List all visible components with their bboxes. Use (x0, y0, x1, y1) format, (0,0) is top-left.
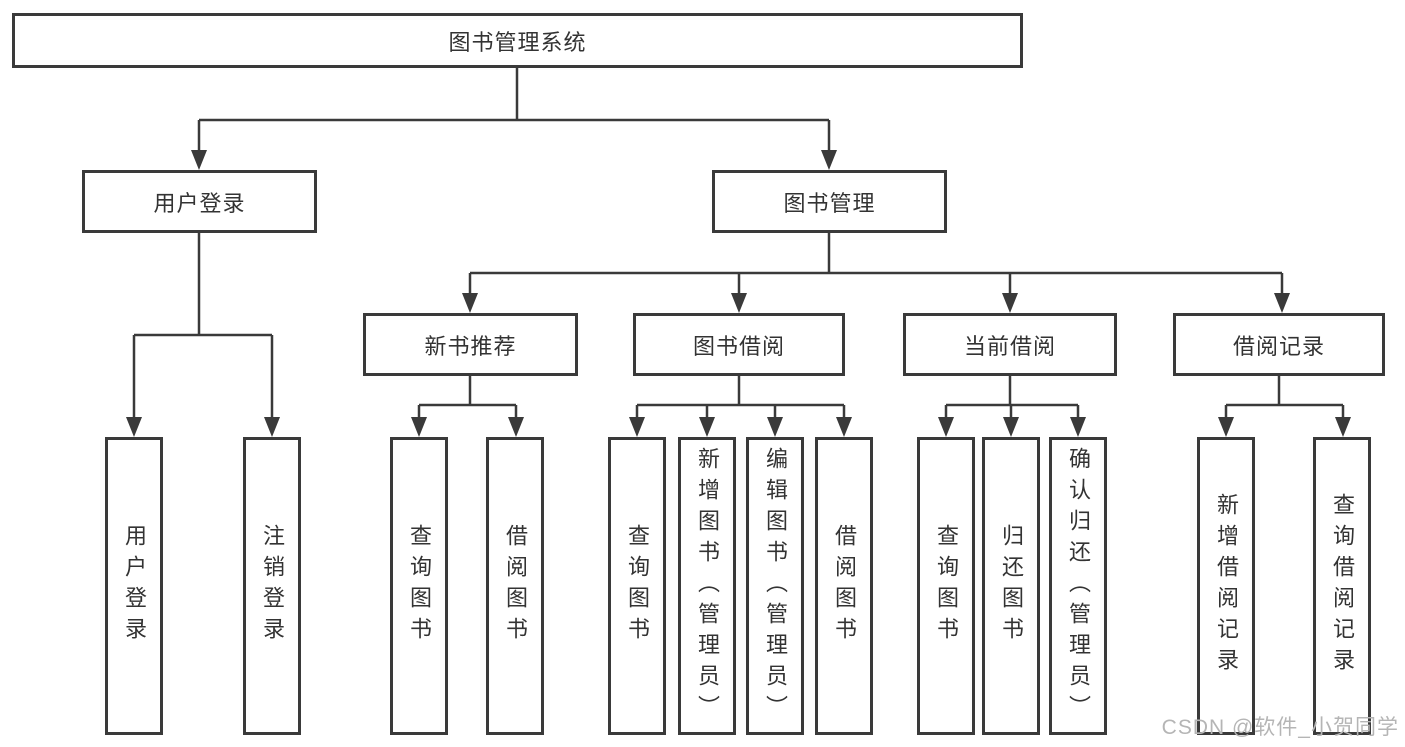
arrow-icon (191, 150, 207, 170)
arrow-icon (1335, 417, 1351, 437)
node-library-system: 图书管理系统 (12, 13, 1023, 68)
node-new-book-recommend: 新书推荐 (363, 313, 578, 376)
arrow-icon (1002, 293, 1018, 313)
leaf-current-return-books: 归还图书 (982, 437, 1040, 735)
node-current-borrowing: 当前借阅 (903, 313, 1117, 376)
arrow-icon (1003, 417, 1019, 437)
leaf-borrowing-borrow-books: 借阅图书 (815, 437, 873, 735)
arrow-icon (767, 417, 783, 437)
leaf-newbooks-borrow-books: 借阅图书 (486, 437, 544, 735)
arrow-icon (508, 417, 524, 437)
leaf-borrowing-query-books: 查询图书 (608, 437, 666, 735)
node-book-borrowing: 图书借阅 (633, 313, 845, 376)
arrow-icon (821, 150, 837, 170)
csdn-watermark: CSDN @软件_小贺同学 (1161, 716, 1399, 739)
arrow-icon (264, 417, 280, 437)
node-borrow-records: 借阅记录 (1173, 313, 1385, 376)
leaf-records-query-record: 查询借阅记录 (1313, 437, 1371, 735)
leaf-newbooks-query-books: 查询图书 (390, 437, 448, 735)
node-user-login: 用户登录 (82, 170, 317, 233)
leaf-logout: 注销登录 (243, 437, 301, 735)
arrow-icon (836, 417, 852, 437)
arrow-icon (411, 417, 427, 437)
leaf-borrowing-add-books-admin: 新增图书（管理员） (678, 437, 736, 735)
arrow-icon (731, 293, 747, 313)
arrow-icon (938, 417, 954, 437)
arrow-icon (1274, 293, 1290, 313)
leaf-user-login: 用户登录 (105, 437, 163, 735)
leaf-current-confirm-return-admin: 确认归还（管理员） (1049, 437, 1107, 735)
leaf-borrowing-edit-books-admin: 编辑图书（管理员） (746, 437, 804, 735)
leaf-records-add-record: 新增借阅记录 (1197, 437, 1255, 735)
arrow-icon (629, 417, 645, 437)
arrow-icon (699, 417, 715, 437)
arrow-icon (1070, 417, 1086, 437)
leaf-current-query-books: 查询图书 (917, 437, 975, 735)
arrow-icon (126, 417, 142, 437)
node-book-management: 图书管理 (712, 170, 947, 233)
arrow-icon (1218, 417, 1234, 437)
arrow-icon (462, 293, 478, 313)
